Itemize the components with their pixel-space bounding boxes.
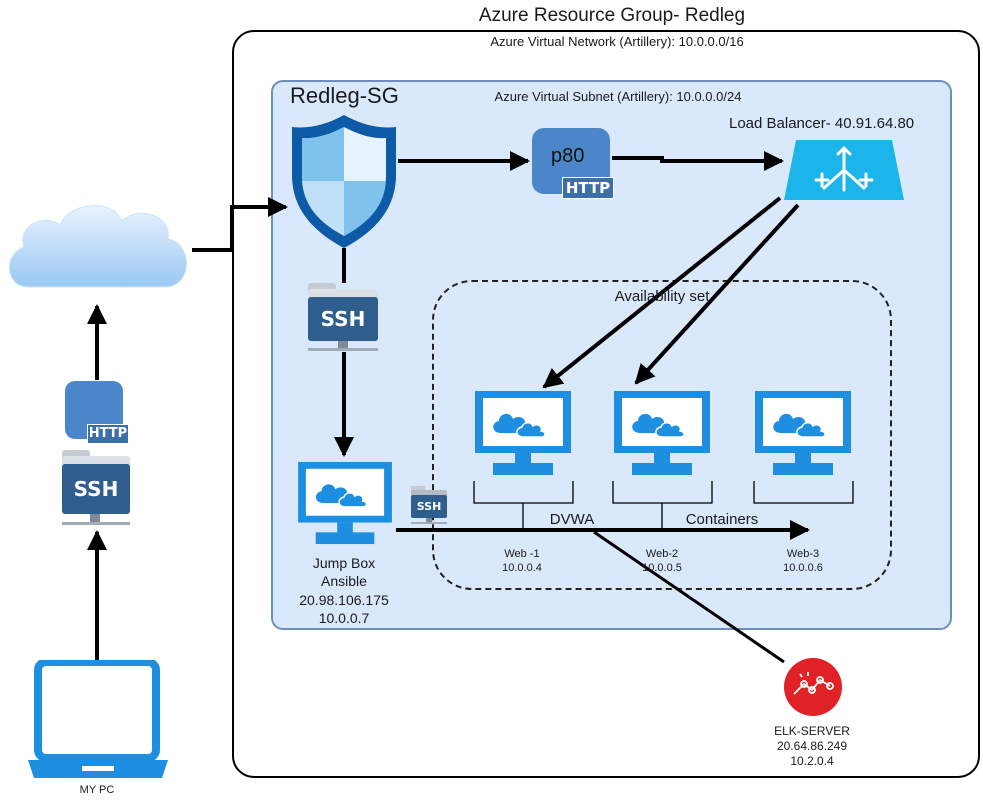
ssh-badge-text: SSH [62,464,130,514]
jumpbox-monitor-icon [298,461,392,545]
http-protocol-icon: HTTP [65,381,129,444]
containers-label: Containers [685,511,759,528]
ssh-folder-subnet-icon: SSH [308,283,378,353]
ssh-subnet-badge-text: SSH [308,297,378,341]
ssh-folder-icon: SSH [62,450,130,530]
elk-name: ELK-SERVER [774,724,850,738]
jumpbox-public-ip: 20.98.106.175 [299,592,389,608]
resource-group-boundary [232,30,980,778]
jumpbox-role: Ansible [321,573,367,589]
load-balancer-label: Load Balancer- 40.91.64.80 [729,115,915,132]
arrow-cloud-to-shield [192,197,288,252]
resource-group-title: Azure Resource Group- Redleg [478,5,746,26]
web1-ip: 10.0.0.4 [502,562,542,574]
p80-http-badge: HTTP [562,177,614,199]
web1-monitor-icon [475,391,571,475]
internet-cloud-icon [8,205,187,288]
web2-monitor-icon [614,391,710,475]
line-web1-to-elk [593,530,785,664]
vnet-label: Azure Virtual Network (Artillery): 10.0.… [490,34,744,49]
elk-private-ip: 10.2.0.4 [790,754,834,768]
web2-ip: 10.0.0.5 [642,562,682,574]
web-bracket-connectors [473,481,854,530]
arrow-lb-to-web2 [634,203,800,385]
security-group-name: Redleg-SG [290,83,399,108]
availability-set-boundary [432,280,892,590]
web3-ip: 10.0.0.6 [783,562,823,574]
elk-public-ip: 20.64.86.249 [776,739,848,753]
my-pc-label: MY PC [79,784,115,796]
jumpbox-private-ip: 10.0.0.7 [318,610,370,626]
web3-name: Web-3 [786,548,820,560]
ssh-small-folder-icon: SSH [411,486,447,526]
subnet-label: Azure Virtual Subnet (Artillery): 10.0.0… [494,89,742,104]
dvwa-label: DVWA [549,511,595,528]
arrow-lb-to-web1 [542,196,782,389]
ssh-small-badge-text: SSH [411,495,447,518]
http-badge-text: HTTP [87,424,129,444]
jumpbox-name: Jump Box [312,555,376,571]
web1-name: Web -1 [504,548,540,560]
availability-set-label: Availability set [614,288,710,305]
load-balancer-icon [784,140,904,200]
arrow-p80-to-lb [612,151,784,171]
shield-icon [292,115,396,248]
web2-name: Web-2 [645,548,679,560]
p80-label: p80 [551,145,585,167]
laptop-icon [28,660,168,778]
elk-server-icon [784,658,842,716]
web3-monitor-icon [755,391,851,475]
p80-port-icon: p80 HTTP [532,128,614,199]
